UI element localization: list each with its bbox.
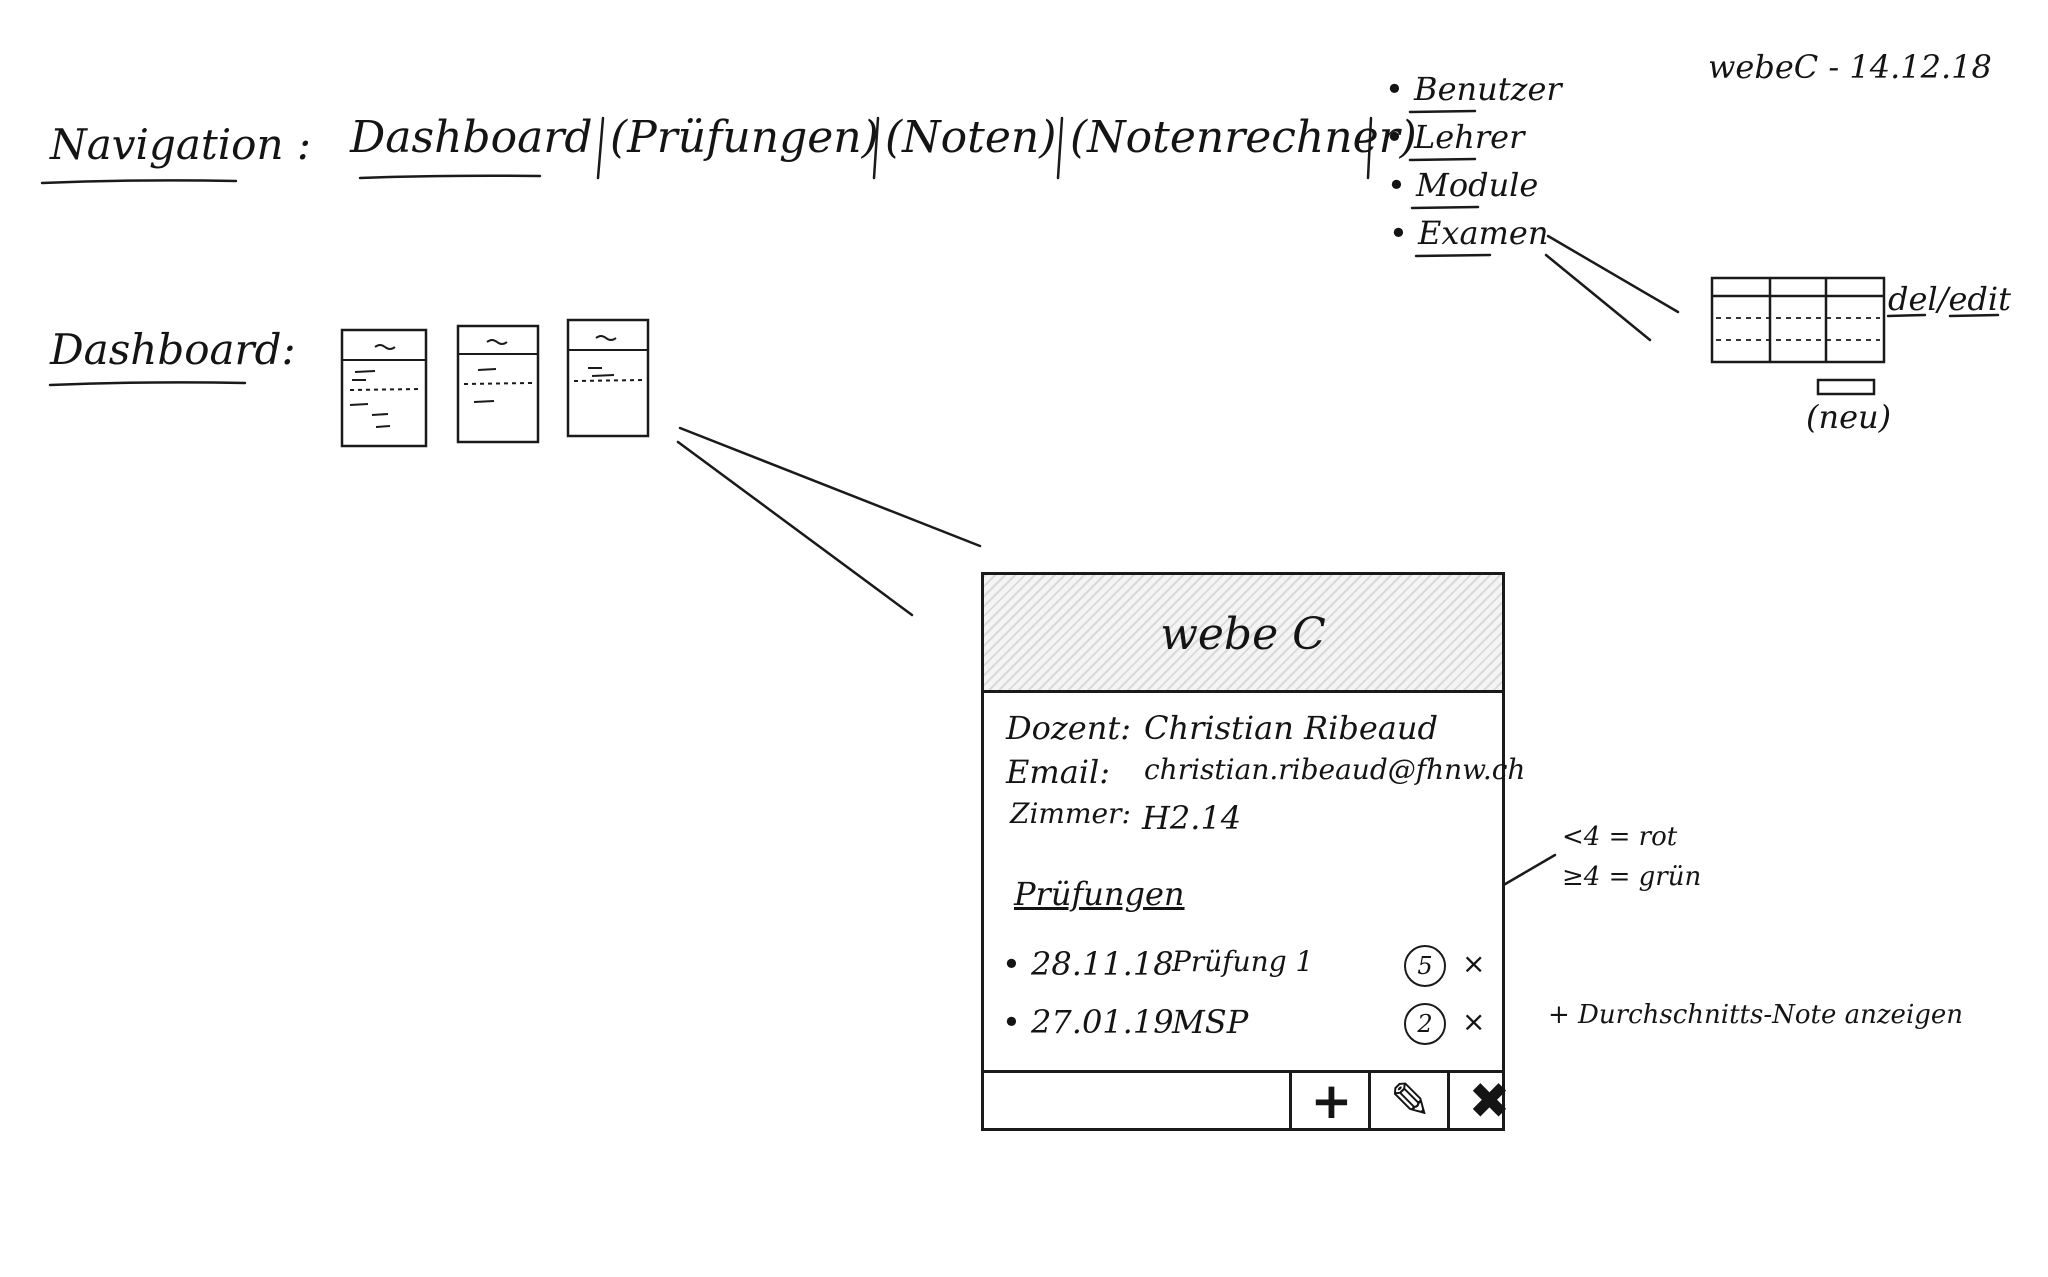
grade-rule-high: ≥4 = grün — [1562, 862, 1702, 892]
exam-grade: 5 — [1404, 945, 1446, 987]
exam-row: • 27.01.19 MSP 2 × — [1002, 1003, 1486, 1047]
module-card: webe C Dozent: Christian Ribeaud Email: … — [981, 572, 1525, 1131]
dozent-label: Dozent: — [1006, 709, 1131, 747]
edit-button[interactable]: ✎ — [1368, 1072, 1450, 1130]
table-new-label[interactable]: (neu) — [1806, 398, 1892, 436]
exam-date: • 28.11.18 — [1002, 945, 1174, 983]
table-action-label[interactable]: del/edit — [1888, 280, 2011, 318]
admin-item-benutzer[interactable]: • Benutzer — [1385, 70, 1562, 108]
exam-grade: 2 — [1404, 1003, 1446, 1045]
card-footer: + ✎ ✖ — [984, 1070, 1510, 1130]
dashboard-label: Dashboard: — [50, 325, 296, 374]
email-value[interactable]: christian.ribeaud@fhnw.ch — [1144, 753, 1526, 786]
card-header: webe C — [984, 575, 1502, 693]
dashboard-thumb-3 — [566, 318, 650, 438]
email-label: Email: — [1006, 753, 1111, 791]
zimmer-label: Zimmer: — [1010, 797, 1131, 830]
average-note: + Durchschnitts-Note anzeigen — [1548, 1000, 1964, 1030]
exam-delete-button[interactable]: × — [1462, 1005, 1486, 1038]
card-title: webe C — [1160, 609, 1326, 660]
nav-item-notenrechner[interactable]: (Notenrechner) — [1070, 112, 1417, 163]
exam-delete-button[interactable]: × — [1462, 947, 1486, 980]
grade-rule-low: <4 = rot — [1562, 822, 1678, 852]
admin-table-sketch — [1710, 276, 1886, 396]
exam-name: Prüfung 1 — [1172, 945, 1314, 978]
zimmer-value: H2.14 — [1142, 799, 1242, 837]
new-button-sketch — [1816, 378, 1876, 396]
exam-row: • 28.11.18 Prüfung 1 5 × — [1002, 945, 1486, 989]
admin-item-lehrer[interactable]: • Lehrer — [1385, 118, 1525, 156]
admin-item-module[interactable]: • Module — [1387, 166, 1539, 204]
exam-date: • 27.01.19 — [1002, 1003, 1174, 1041]
navigation-label: Navigation : — [50, 120, 312, 169]
dozent-value: Christian Ribeaud — [1144, 709, 1438, 747]
exams-heading: Prüfungen — [1014, 875, 1185, 913]
nav-item-dashboard[interactable]: Dashboard — [350, 112, 593, 163]
exam-name: MSP — [1172, 1003, 1249, 1041]
delete-button[interactable]: ✖ — [1447, 1072, 1529, 1130]
admin-item-examen[interactable]: • Examen — [1389, 214, 1549, 252]
nav-item-pruefungen[interactable]: (Prüfungen) — [610, 112, 879, 163]
meta-stamp: webeC - 14.12.18 — [1708, 48, 1992, 86]
nav-item-noten[interactable]: (Noten) — [885, 112, 1057, 163]
add-button[interactable]: + — [1289, 1072, 1371, 1130]
